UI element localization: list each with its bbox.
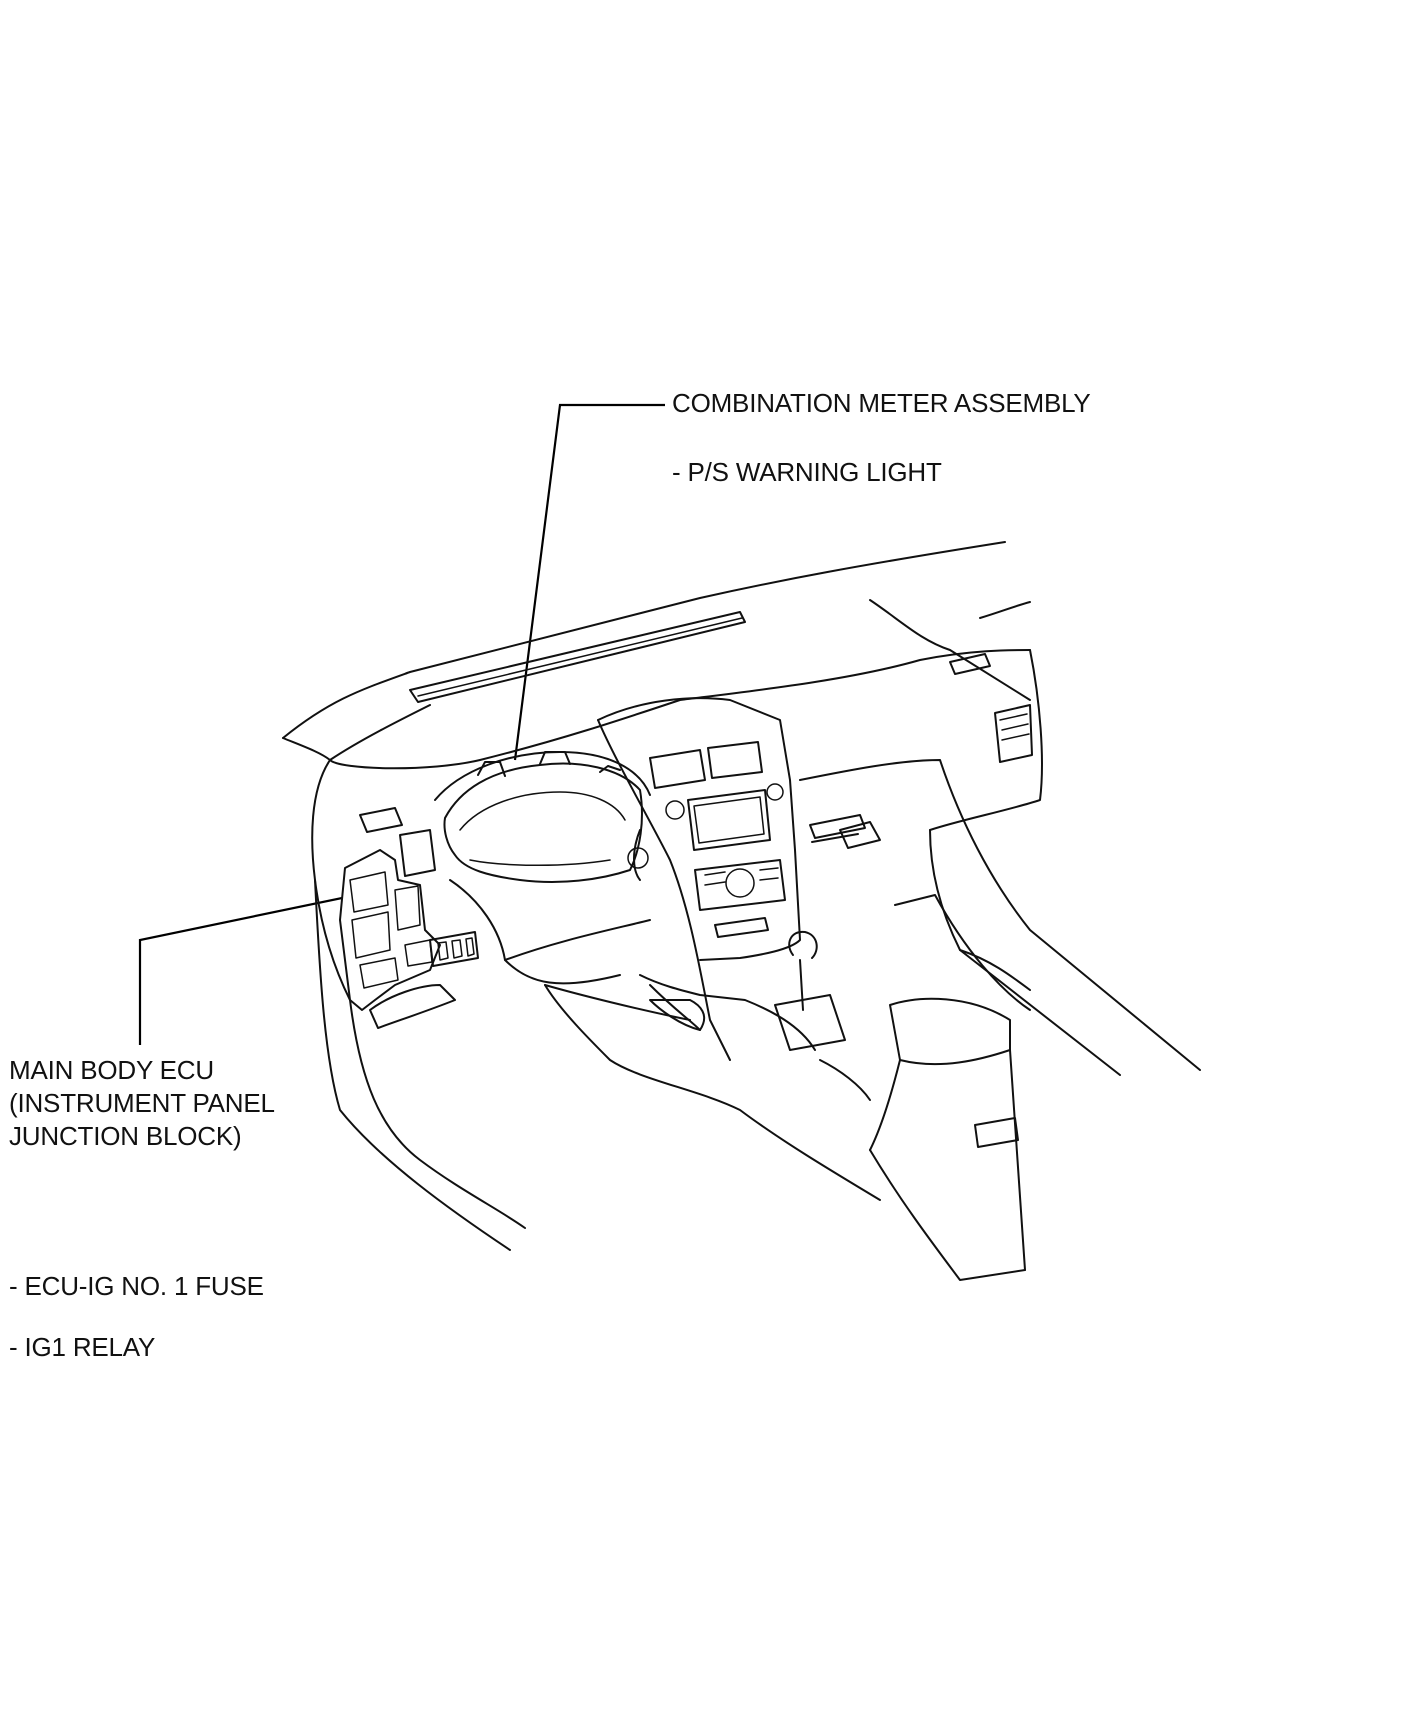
combination-meter-item: - P/S WARNING LIGHT xyxy=(672,457,942,487)
leader-line-combination-meter xyxy=(513,403,665,761)
combination-meter-label: COMBINATION METER ASSEMBLY xyxy=(672,388,1091,418)
floor-lines xyxy=(929,829,1121,1076)
leader-line-main-body-ecu xyxy=(138,885,396,1045)
main-body-ecu-label: MAIN BODY ECU (INSTRUMENT PANEL JUNCTION… xyxy=(9,1054,275,1153)
center-stack xyxy=(544,697,1026,1281)
main-body-ecu-items: - ECU-IG NO. 1 FUSE - IG1 RELAY xyxy=(9,1270,264,1392)
main-body-ecu-line-1: MAIN BODY ECU xyxy=(9,1055,214,1085)
ig1-relay-item: - IG1 RELAY xyxy=(9,1332,156,1362)
main-body-ecu-junction-block xyxy=(339,829,479,1029)
main-body-ecu-line-2: (INSTRUMENT PANEL xyxy=(9,1088,275,1118)
combination-meter-assembly xyxy=(434,751,651,985)
dashboard-outline xyxy=(282,541,1201,1251)
ecu-ig-fuse-item: - ECU-IG NO. 1 FUSE xyxy=(9,1271,264,1301)
main-body-ecu-line-3: JUNCTION BLOCK) xyxy=(9,1121,242,1151)
